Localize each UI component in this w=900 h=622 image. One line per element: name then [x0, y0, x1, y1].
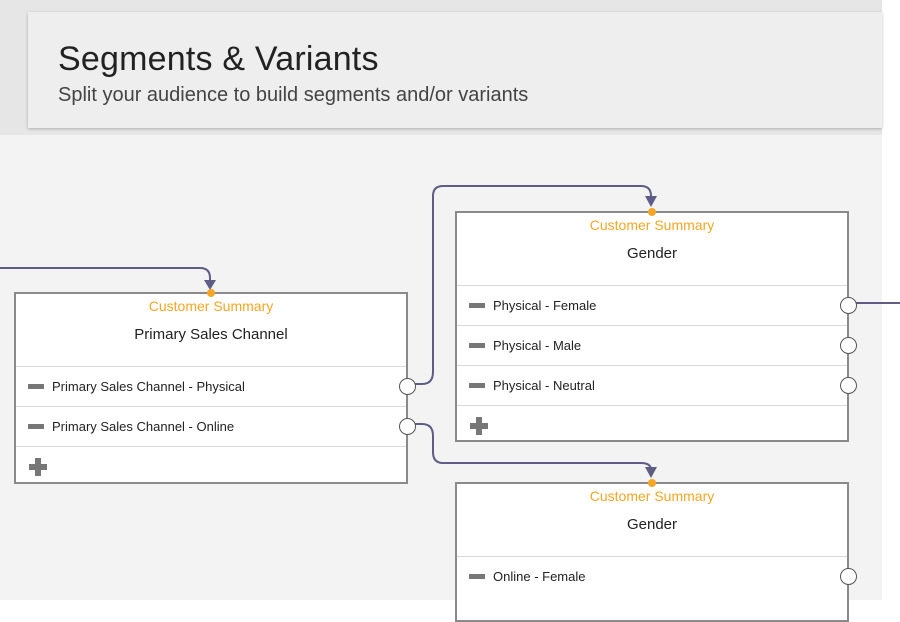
node-source-label: Customer Summary — [589, 217, 715, 233]
input-port-dot — [207, 289, 215, 297]
remove-icon[interactable] — [469, 574, 485, 579]
remove-icon[interactable] — [469, 303, 485, 308]
segment-row-label: Physical - Neutral — [493, 378, 595, 393]
input-port-dot — [648, 208, 656, 216]
segment-node-gender-physical[interactable]: Customer Summary Gender Physical - Femal… — [455, 208, 857, 444]
segment-row[interactable]: Primary Sales Channel - Physical — [16, 366, 416, 406]
node-title: Gender — [626, 245, 678, 262]
remove-icon[interactable] — [28, 424, 44, 429]
node-title: Gender — [626, 516, 678, 533]
node-source-label: Customer Summary — [589, 488, 715, 504]
segment-row-label: Primary Sales Channel - Physical — [52, 379, 245, 394]
segment-row[interactable]: Physical - Male — [457, 325, 857, 365]
node-header: Customer Summary Gender — [457, 479, 847, 556]
output-port-icon[interactable] — [840, 297, 857, 314]
node-source-label: Customer Summary — [148, 298, 274, 314]
segment-row[interactable]: Online - Female — [457, 556, 857, 596]
segment-row[interactable]: Physical - Neutral — [457, 365, 857, 405]
segment-node-gender-online[interactable]: Customer Summary Gender Online - Female — [455, 479, 857, 622]
header-card: Segments & Variants Split your audience … — [28, 12, 882, 128]
add-segment-row — [16, 446, 406, 485]
segment-row-label: Physical - Female — [493, 298, 597, 313]
output-port-icon[interactable] — [399, 378, 416, 395]
page-title: Segments & Variants — [58, 40, 379, 78]
node-header: Customer Summary Gender — [457, 208, 847, 285]
add-icon[interactable] — [470, 417, 488, 435]
output-port-icon[interactable] — [840, 377, 857, 394]
remove-icon[interactable] — [28, 384, 44, 389]
segment-row-label: Primary Sales Channel - Online — [52, 419, 235, 434]
add-icon[interactable] — [29, 458, 47, 476]
remove-icon[interactable] — [469, 383, 485, 388]
segment-node-primary-sales-channel[interactable]: Customer Summary Primary Sales Channel P… — [14, 289, 416, 485]
segment-row[interactable]: Primary Sales Channel - Online — [16, 406, 416, 446]
node-header: Customer Summary Primary Sales Channel — [16, 289, 406, 366]
node-title: Primary Sales Channel — [134, 326, 288, 343]
segment-row-label: Online - Female — [493, 569, 586, 584]
remove-icon[interactable] — [469, 343, 485, 348]
segment-row[interactable]: Physical - Female — [457, 285, 857, 325]
output-port-icon[interactable] — [840, 337, 857, 354]
segment-row-label: Physical - Male — [493, 338, 582, 353]
output-port-icon[interactable] — [399, 418, 416, 435]
add-segment-row — [457, 405, 847, 444]
page-subtitle: Split your audience to build segments an… — [58, 84, 529, 106]
output-port-icon[interactable] — [840, 568, 857, 585]
input-port-dot — [648, 479, 656, 487]
